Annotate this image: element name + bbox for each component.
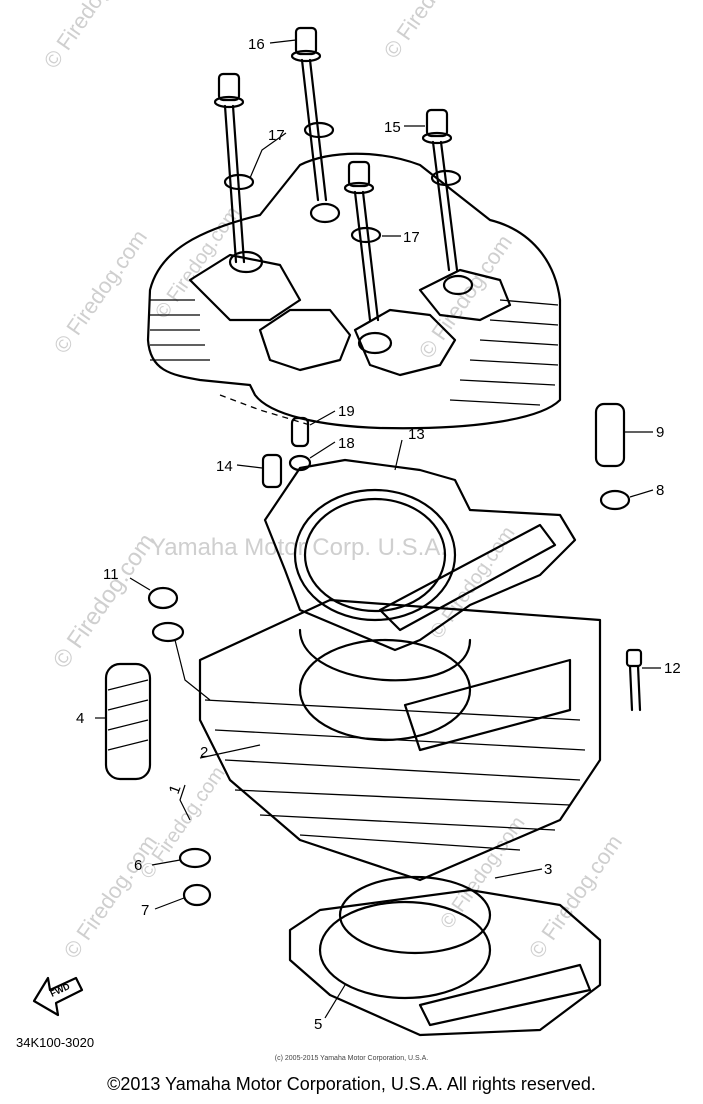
washer-10 — [151, 621, 185, 643]
label-1: 1 — [166, 783, 185, 797]
nut-7 — [182, 883, 212, 907]
diagram-code: 34K100-3020 — [16, 1035, 95, 1050]
leader-lines — [95, 39, 661, 1019]
nut-11 — [147, 586, 179, 610]
spring-4 — [104, 662, 152, 781]
base-gasket — [288, 888, 602, 1037]
oring-8 — [599, 489, 631, 511]
dowel-9 — [594, 402, 626, 468]
bolt-12 — [625, 648, 643, 712]
label-17: 17 — [403, 229, 420, 246]
label-15: 15 — [384, 119, 401, 136]
label-17: 17 — [268, 127, 285, 144]
oring-18 — [288, 454, 312, 472]
dowel-14 — [261, 453, 283, 489]
label-7: 7 — [141, 902, 149, 919]
watermark: © Firedog.com — [414, 230, 517, 363]
head-bolts — [213, 26, 462, 322]
small-copyright: (c) 2005-2015 Yamaha Motor Corporation, … — [274, 1055, 429, 1062]
label-5: 5 — [314, 1016, 322, 1033]
watermark: © Firedog.com — [59, 830, 162, 963]
bolt-15b — [421, 108, 459, 272]
watermark: © Firedog.com — [48, 529, 161, 674]
washer-17c — [350, 226, 382, 244]
label-16: 16 — [248, 36, 265, 53]
watermark: © Firedog.com — [524, 830, 627, 963]
cylinder-head — [146, 152, 562, 430]
watermark: © Firedog.com — [436, 813, 529, 933]
label-3: 3 — [544, 861, 552, 878]
watermark: © Firedog.com — [379, 0, 482, 63]
label-6: 6 — [134, 857, 142, 874]
dowel-19 — [290, 416, 310, 448]
watermark: © Firedog.com — [49, 225, 152, 358]
washer-17d — [430, 169, 462, 187]
bolt-16a — [213, 72, 246, 264]
footer-copyright: ©2013 Yamaha Motor Corporation, U.S.A. A… — [107, 1074, 596, 1094]
cylinder — [198, 598, 602, 882]
label-8: 8 — [656, 482, 664, 499]
label-11: 11 — [103, 566, 119, 583]
washer-17a — [223, 173, 255, 191]
label-13: 13 — [408, 426, 425, 443]
label-9: 9 — [656, 424, 664, 441]
watermark: © Firedog.com — [136, 763, 229, 883]
washer-17b — [303, 121, 335, 139]
label-4: 4 — [76, 710, 84, 727]
fwd-arrow-icon: FWD — [32, 976, 84, 1017]
bolt-15a — [343, 160, 380, 322]
label-14: 14 — [216, 458, 233, 475]
label-2: 2 — [200, 744, 208, 761]
o-ring-3 — [338, 875, 492, 955]
washer-6 — [178, 847, 212, 869]
label-12: 12 — [664, 660, 681, 677]
label-18: 18 — [338, 435, 355, 452]
label-19: 19 — [338, 403, 355, 420]
bolt-16b — [290, 26, 328, 202]
head-gasket — [263, 458, 577, 652]
watermark: © Firedog.com — [39, 0, 142, 73]
